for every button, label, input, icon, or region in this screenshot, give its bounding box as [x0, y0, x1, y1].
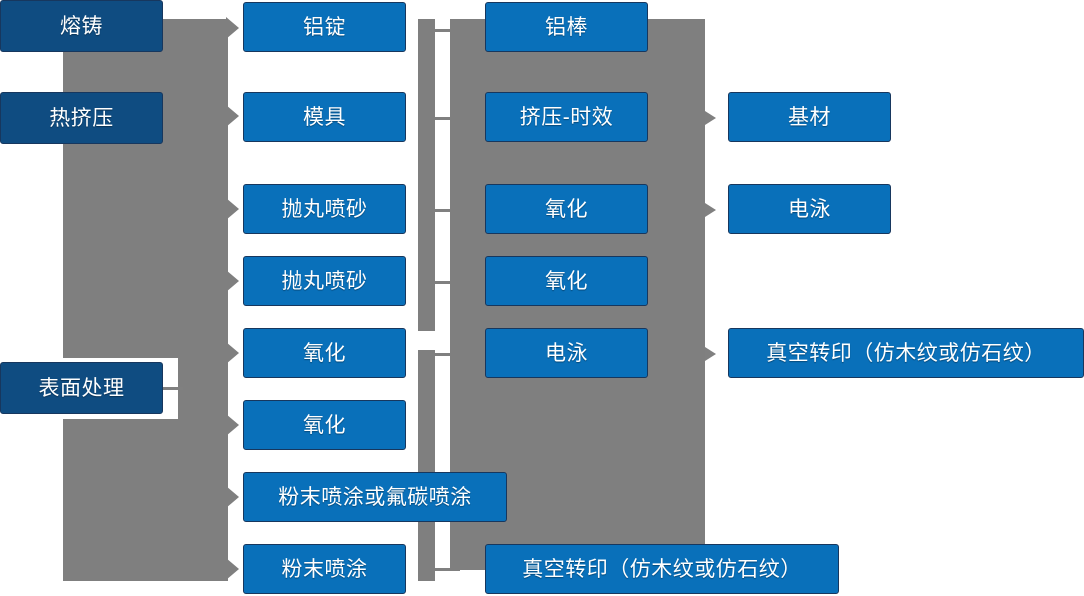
box-label: 氧化: [303, 413, 346, 437]
connector-band-lower: [178, 19, 228, 581]
arrow-band-to-shotblast-1: [226, 198, 239, 220]
box-label: 热挤压: [49, 106, 114, 130]
box-stage-melting-casting[interactable]: 熔铸: [0, 0, 163, 52]
box-extrusion-aging[interactable]: 挤压-时效: [485, 92, 648, 142]
box-shot-blasting-2[interactable]: 抛丸喷砂: [243, 256, 406, 306]
box-substrate[interactable]: 基材: [728, 92, 891, 142]
box-electrophoresis-col3[interactable]: 电泳: [485, 328, 648, 378]
box-label: 电泳: [545, 341, 588, 365]
box-label: 氧化: [545, 197, 588, 221]
arrow-to-electrophoresis: [705, 203, 716, 217]
box-label: 真空转印（仿木纹或仿石纹）: [766, 341, 1046, 365]
box-label: 抛丸喷砂: [281, 269, 368, 293]
box-label: 铝棒: [545, 15, 588, 39]
box-label: 粉末喷涂或氟碳喷涂: [278, 485, 472, 509]
arrow-band-to-powder-coating: [226, 558, 239, 580]
box-aluminum-ingot[interactable]: 铝锭: [243, 2, 406, 52]
box-label: 电泳: [788, 197, 831, 221]
box-label: 模具: [303, 105, 346, 129]
arrow-to-substrate: [705, 111, 716, 125]
arrow-band-to-ingot: [226, 17, 239, 39]
box-vacuum-transfer-col3[interactable]: 真空转印（仿木纹或仿石纹）: [485, 544, 839, 594]
arrow-band-to-oxidation-1: [226, 342, 239, 364]
box-label: 氧化: [545, 269, 588, 293]
arrow-to-vacuum-transfer: [705, 347, 716, 361]
arrow-band-to-powder-fluorocarbon: [226, 486, 239, 508]
arrow-band-to-shotblast-2: [226, 270, 239, 292]
box-label: 铝锭: [303, 15, 346, 39]
box-label: 基材: [788, 105, 831, 129]
box-oxidation-col3-2[interactable]: 氧化: [485, 256, 648, 306]
stub-rail-to-band-3: [435, 209, 460, 212]
box-mold[interactable]: 模具: [243, 92, 406, 142]
stub-rail-to-band-4: [435, 281, 460, 284]
box-powder-coating[interactable]: 粉末喷涂: [243, 544, 406, 594]
stub-rail-to-band-1: [435, 29, 460, 32]
box-label: 熔铸: [60, 14, 103, 38]
box-electrophoresis-output[interactable]: 电泳: [728, 184, 891, 234]
box-aluminum-bar[interactable]: 铝棒: [485, 2, 648, 52]
stem-surface-treatment: [163, 387, 183, 390]
stub-rail-to-band-5: [435, 353, 460, 356]
box-label: 粉末喷涂: [281, 557, 368, 581]
box-label: 真空转印（仿木纹或仿石纹）: [522, 557, 802, 581]
box-label: 表面处理: [38, 376, 125, 400]
arrow-band-to-oxidation-2: [226, 414, 239, 436]
stub-rail-to-band-2: [435, 117, 460, 120]
box-oxidation-col3-1[interactable]: 氧化: [485, 184, 648, 234]
box-shot-blasting-1[interactable]: 抛丸喷砂: [243, 184, 406, 234]
box-stage-surface-treatment[interactable]: 表面处理: [0, 362, 163, 414]
box-oxidation-col2-2[interactable]: 氧化: [243, 400, 406, 450]
stub-rail-to-band-6: [435, 568, 460, 571]
box-vacuum-transfer-output[interactable]: 真空转印（仿木纹或仿石纹）: [728, 328, 1084, 378]
box-oxidation-col2-1[interactable]: 氧化: [243, 328, 406, 378]
arrow-band-to-mold: [226, 105, 239, 127]
box-label: 挤压-时效: [519, 105, 614, 129]
rail-process-left-lower: [418, 350, 435, 581]
box-powder-or-fluorocarbon-coating[interactable]: 粉末喷涂或氟碳喷涂: [243, 472, 507, 522]
box-stage-hot-extrusion[interactable]: 热挤压: [0, 92, 163, 144]
rail-process-left: [418, 19, 435, 331]
box-label: 抛丸喷砂: [281, 197, 368, 221]
box-label: 氧化: [303, 341, 346, 365]
